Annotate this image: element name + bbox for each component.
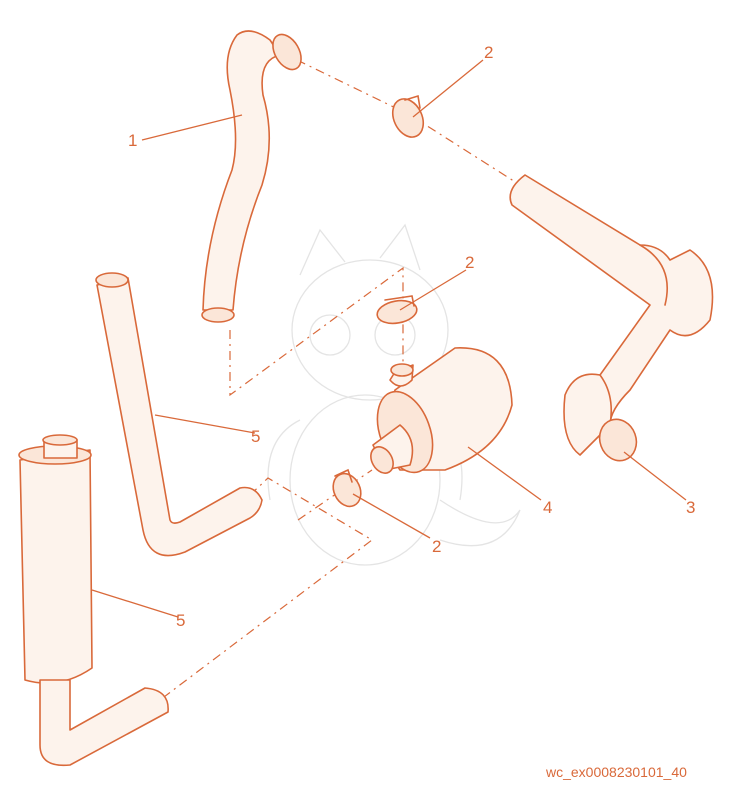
- assembly-line-hose1-to-filter: [229, 266, 404, 397]
- assembly-line-hose1-to-pipe3: [296, 59, 521, 186]
- assembly-line-pipe5-to-muffler: [159, 477, 374, 701]
- part-5-tailpipe: [95, 272, 263, 557]
- part-1-hose: [201, 30, 302, 323]
- callout-1: 1: [128, 131, 137, 150]
- callout-2-upper: 2: [484, 43, 493, 62]
- part-2-clamp-upper: [391, 94, 425, 138]
- leader-lines: [91, 59, 687, 618]
- part-2-clamp-middle: [376, 295, 418, 325]
- callout-2-middle: 2: [465, 253, 474, 272]
- part-5-muffler: [18, 434, 169, 767]
- part-3-pipe: [509, 174, 714, 462]
- callouts: 1 2 2 2 3 4 5 5: [128, 43, 695, 630]
- reference-code: wc_ex0008230101_40: [545, 764, 687, 780]
- part-4-filter: [370, 347, 513, 474]
- callout-5-lower: 5: [176, 611, 185, 630]
- callout-2-lower: 2: [432, 537, 441, 556]
- callout-4: 4: [543, 498, 552, 517]
- callout-5-upper: 5: [251, 427, 260, 446]
- callout-3: 3: [686, 498, 695, 517]
- part-2-clamp-lower: [332, 468, 362, 508]
